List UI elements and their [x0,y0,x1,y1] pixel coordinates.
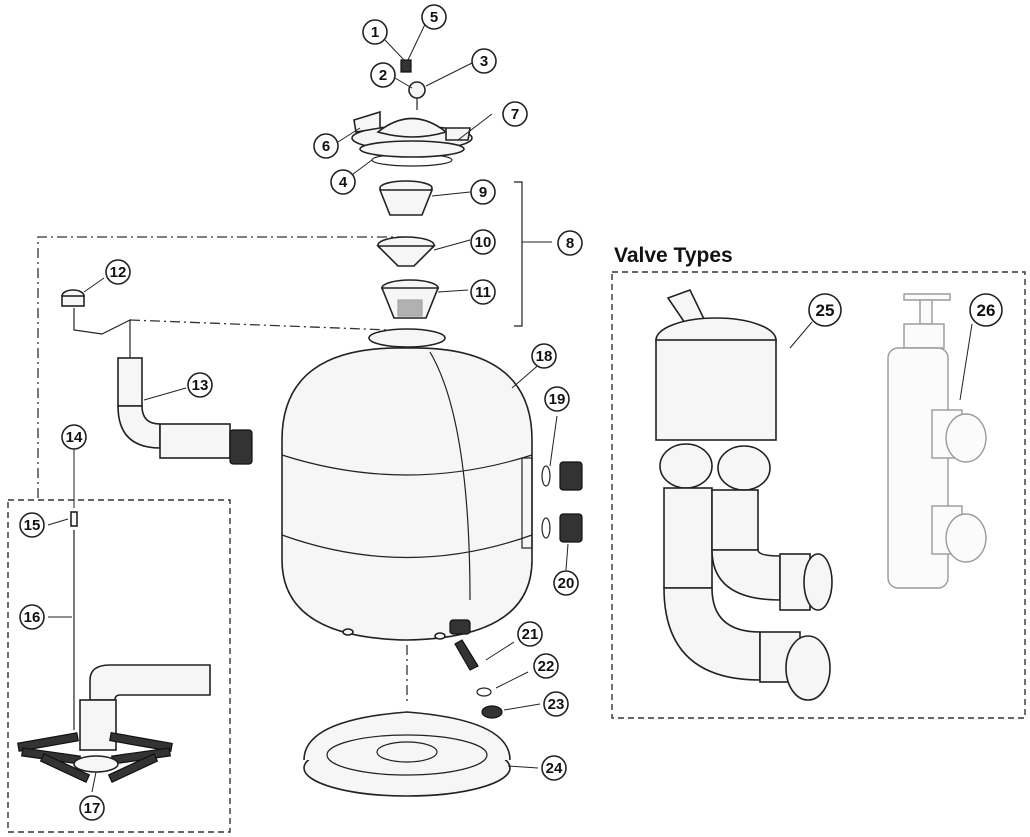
callout-21: 21 [517,621,543,647]
callout-9: 9 [470,179,496,205]
callout-13: 13 [187,372,213,398]
callout-4: 4 [330,169,356,195]
callout-12: 12 [105,259,131,285]
callout-1: 1 [362,19,388,45]
side-ports [541,461,583,543]
svg-text:21: 21 [522,626,539,643]
callout-5: 5 [421,4,447,30]
push-pull-valve-26 [887,293,987,589]
bracket-8 [514,181,523,327]
svg-text:25: 25 [816,301,835,320]
callout-15: 15 [19,512,45,538]
internal-assembly [376,180,440,319]
svg-text:17: 17 [84,800,101,817]
callout-22: 22 [533,653,559,679]
svg-text:16: 16 [24,609,41,626]
callout-8: 8 [557,230,583,256]
callout-3: 3 [471,48,497,74]
svg-text:26: 26 [977,301,996,320]
svg-text:12: 12 [110,264,127,281]
tank-base [303,711,511,797]
callout-24: 24 [541,755,567,781]
svg-text:23: 23 [548,696,565,713]
svg-text:4: 4 [339,174,348,191]
svg-text:10: 10 [475,234,492,251]
svg-text:22: 22 [538,658,555,675]
svg-text:13: 13 [192,377,209,394]
svg-text:14: 14 [66,429,83,446]
svg-text:3: 3 [480,53,488,70]
callout-16: 16 [19,604,45,630]
lateral-assembly [17,511,211,783]
callout-10: 10 [470,229,496,255]
callout-19: 19 [544,386,570,412]
filter-tank [281,328,533,641]
svg-text:19: 19 [549,391,566,408]
svg-text:7: 7 [511,106,519,123]
callouts: 1 5 2 3 6 7 4 9 10 8 11 12 13 18 19 14 1… [19,4,1003,821]
drain-parts [449,619,503,719]
multiport-valve-25 [655,289,833,701]
assembly-guide-lines [37,236,410,705]
svg-text:6: 6 [322,138,330,155]
inlet-elbow [61,289,253,465]
callout-2: 2 [370,62,396,88]
callout-6: 6 [313,133,339,159]
svg-text:15: 15 [24,517,41,534]
svg-text:9: 9 [479,184,487,201]
callout-11: 11 [470,279,496,305]
callout-26: 26 [969,293,1003,327]
callout-14: 14 [61,424,87,450]
svg-text:8: 8 [566,235,574,252]
svg-text:2: 2 [379,67,387,84]
callout-18: 18 [531,343,557,369]
valve-types-title: Valve Types [614,244,733,267]
svg-text:20: 20 [558,575,575,592]
callout-7: 7 [502,101,528,127]
valve-top-assembly [351,59,473,167]
svg-text:18: 18 [536,348,553,365]
svg-text:11: 11 [475,284,491,301]
svg-text:5: 5 [430,9,438,26]
valve-types-box [611,271,1026,719]
laterals-box [7,499,231,833]
callout-25: 25 [808,293,842,327]
svg-text:24: 24 [546,760,563,777]
callout-23: 23 [543,691,569,717]
callout-17: 17 [79,795,105,821]
svg-text:1: 1 [371,24,379,41]
callout-20: 20 [553,570,579,596]
